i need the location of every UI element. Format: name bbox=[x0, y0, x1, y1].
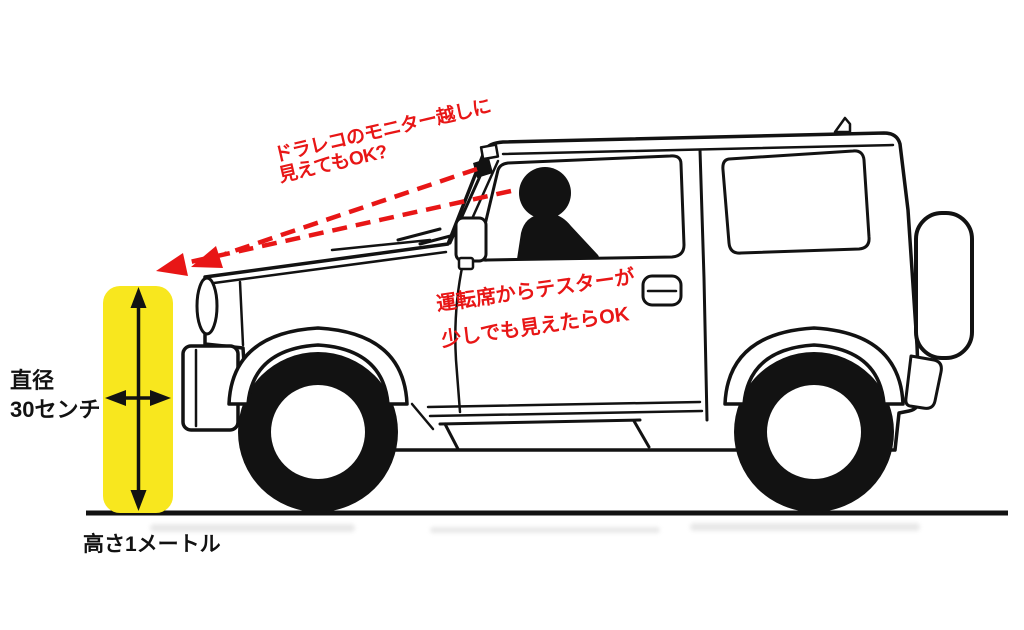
dashcam-icon bbox=[473, 158, 493, 178]
side-step bbox=[438, 418, 642, 426]
side-mirror-base bbox=[457, 256, 475, 271]
yellow-test-pole bbox=[103, 286, 173, 513]
height-dimension-arrow bbox=[130, 287, 147, 511]
b-pillar-seam bbox=[698, 148, 709, 422]
rear-fender-flare bbox=[723, 326, 905, 406]
diameter-dimension-arrow bbox=[105, 390, 171, 406]
driver-head bbox=[519, 167, 571, 219]
door-corner-line bbox=[410, 402, 435, 431]
pole-diameter-label: 直径 30センチ bbox=[10, 368, 101, 423]
spare-tire bbox=[914, 211, 974, 360]
rear-quarter-window bbox=[721, 149, 871, 255]
rear-wheel bbox=[734, 352, 894, 512]
front-door-seam bbox=[454, 261, 465, 414]
side-step-front-edge bbox=[443, 422, 460, 451]
wiper-blade bbox=[396, 227, 442, 242]
headlight bbox=[195, 276, 219, 336]
rear-hub bbox=[767, 385, 861, 479]
pole-height-label: 高さ1メートル bbox=[83, 533, 221, 556]
sight-lines bbox=[156, 166, 512, 276]
driver-silhouette bbox=[517, 167, 599, 259]
side-mirror bbox=[454, 216, 488, 263]
roof-inner-line bbox=[501, 143, 895, 156]
cowl-line bbox=[330, 238, 432, 252]
sight-line-from-dashcam bbox=[224, 166, 478, 257]
front-hub bbox=[271, 385, 365, 479]
dashcam-mount bbox=[479, 143, 500, 161]
sight-line-dashcam-arrowhead bbox=[191, 246, 223, 268]
sight-line-driver-arrowhead bbox=[156, 253, 188, 276]
ground-shadow bbox=[150, 523, 920, 533]
side-step-rear-edge bbox=[632, 419, 651, 449]
door-bottom-line bbox=[426, 400, 702, 409]
roof-antenna bbox=[833, 116, 852, 134]
rear-bumper bbox=[904, 354, 943, 410]
wiper-arm bbox=[418, 232, 460, 246]
hood-crease-line bbox=[212, 250, 448, 285]
fender-seam-line bbox=[238, 280, 245, 347]
door-bottom-line-2 bbox=[428, 409, 704, 418]
sight-line-from-driver bbox=[189, 188, 512, 265]
car-side-view bbox=[181, 116, 974, 512]
driver-torso bbox=[517, 214, 599, 259]
front-wheel bbox=[238, 352, 398, 512]
front-fender-flare bbox=[227, 326, 409, 406]
